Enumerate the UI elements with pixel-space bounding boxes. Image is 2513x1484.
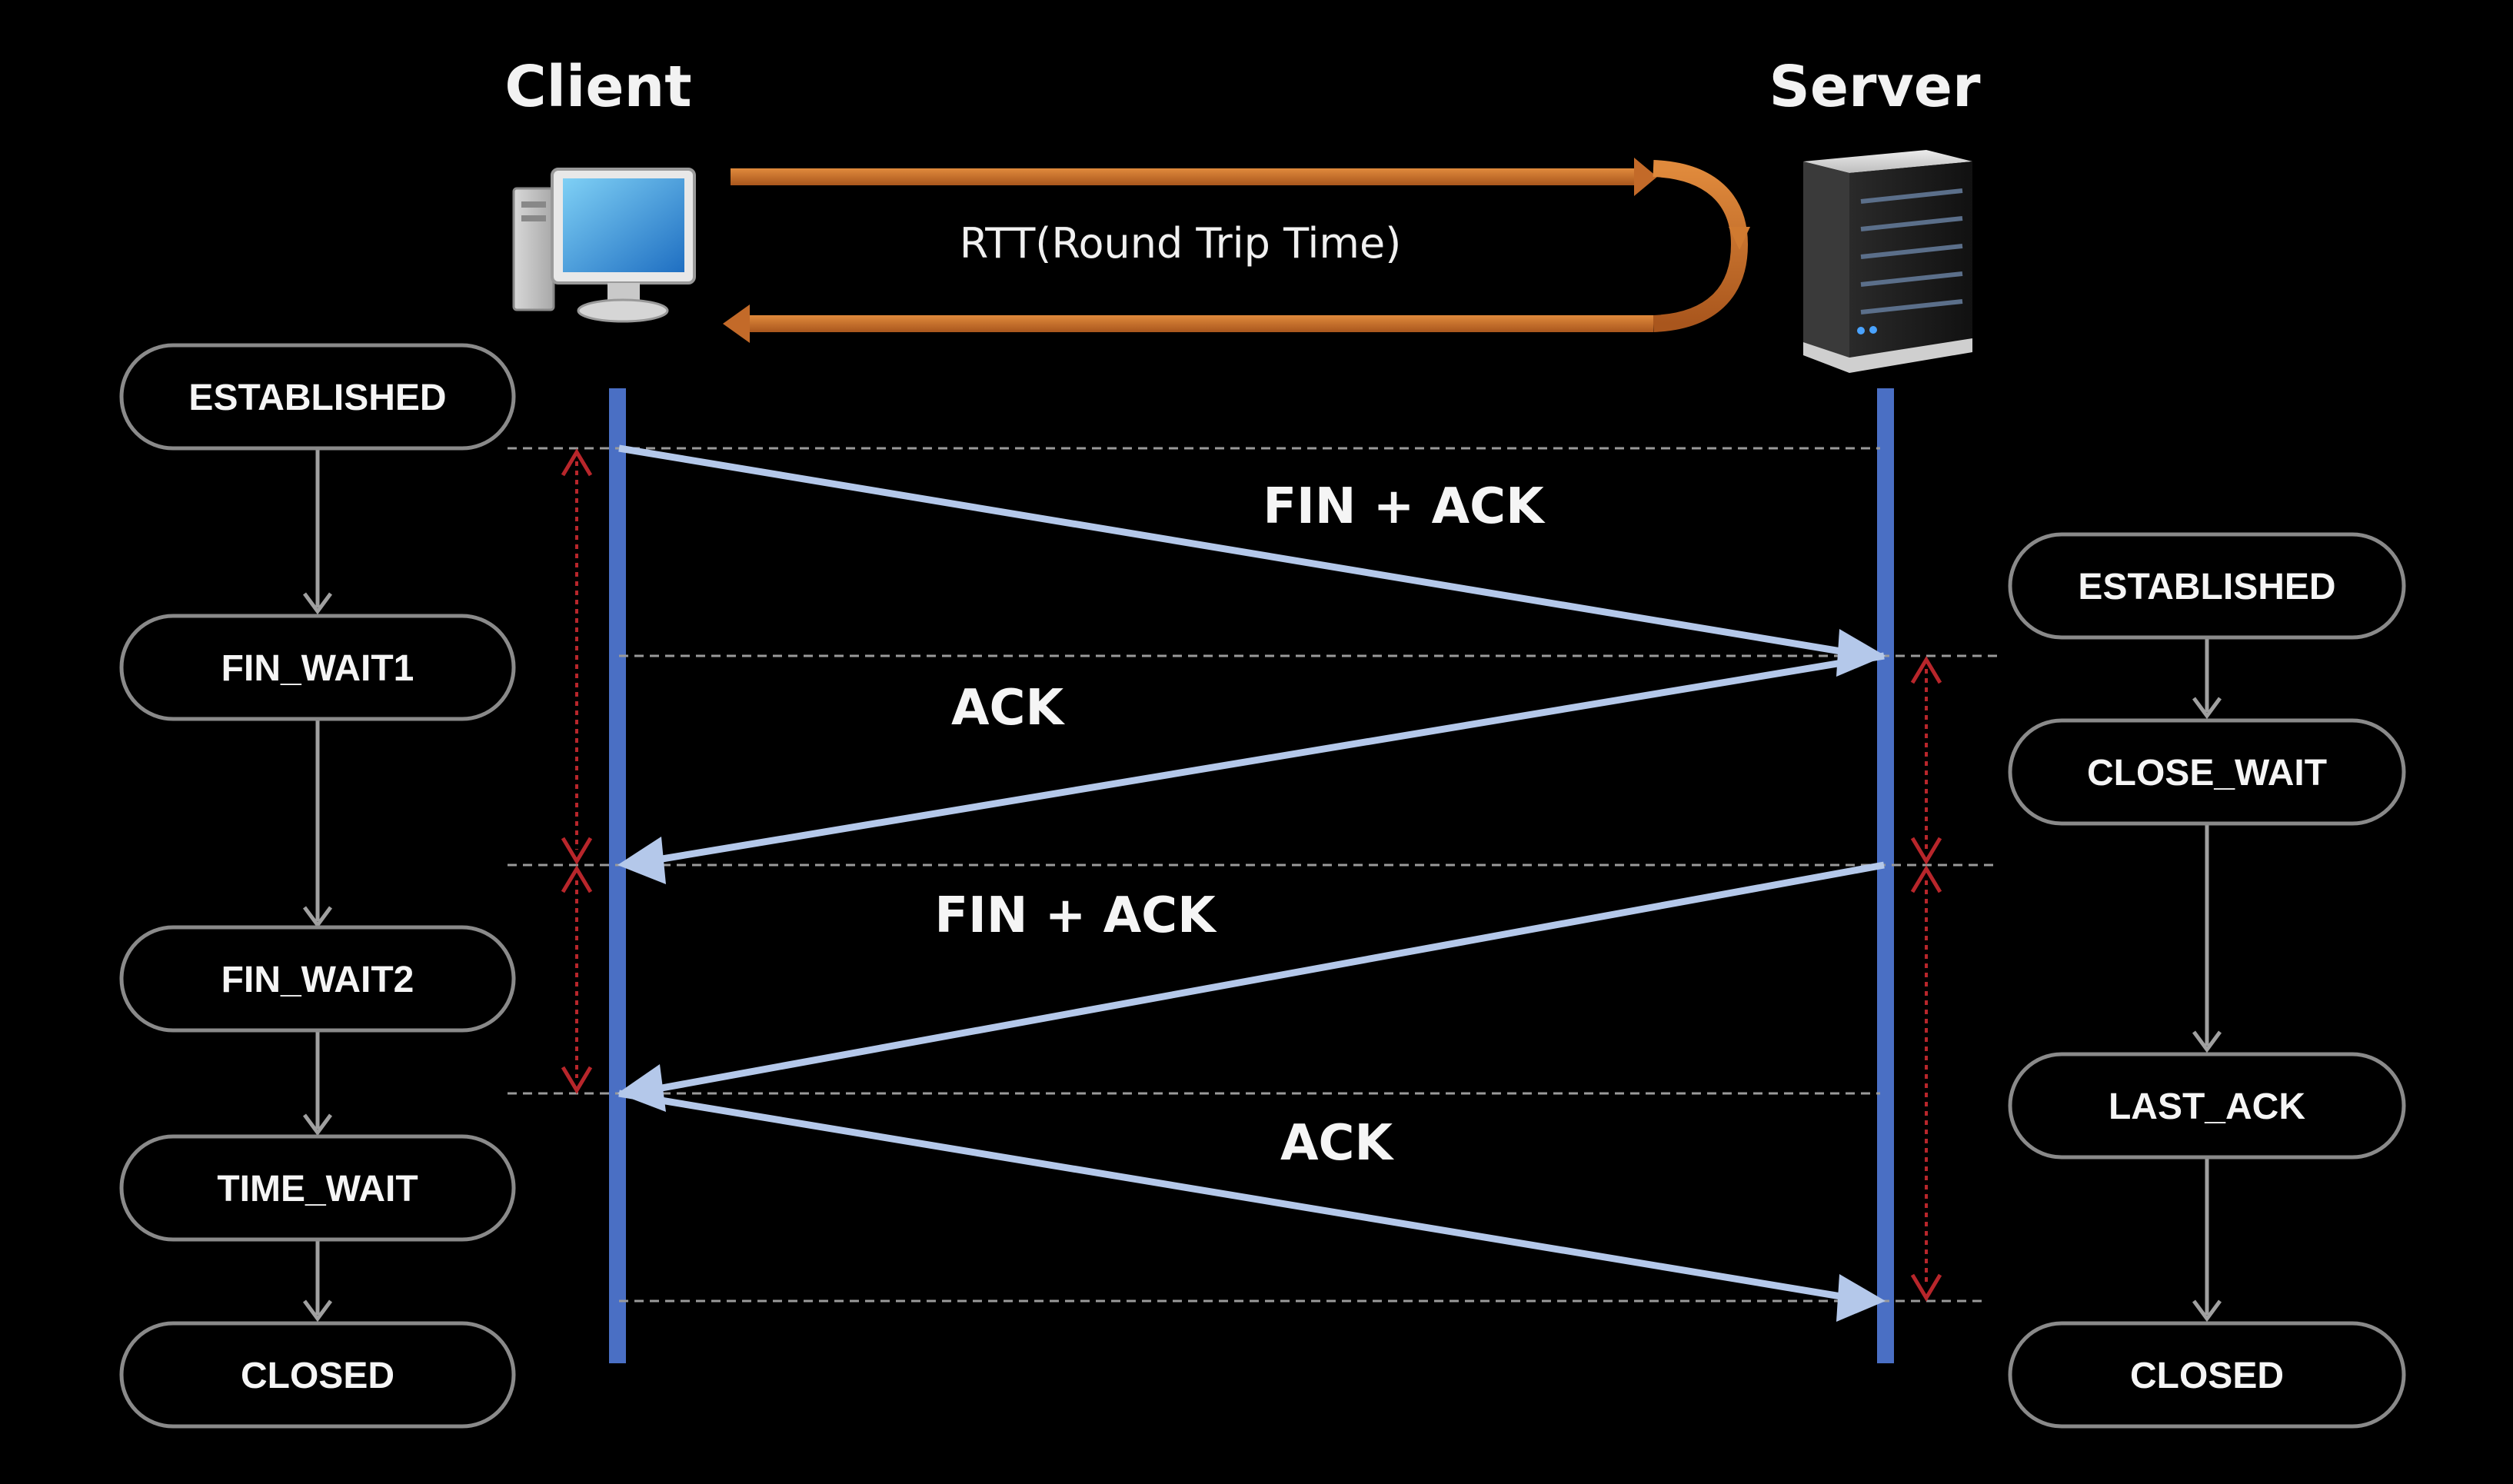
client-title: Client [504, 54, 691, 120]
server-state-flow: ESTABLISHED CLOSE_WAIT LAST_ACK CLOSED [2008, 532, 2406, 1429]
message-label-fin-ack-2: FIN + ACK [934, 887, 1217, 944]
server-state-established [2008, 532, 2406, 640]
client-state-time-wait-label: TIME_WAIT [217, 1169, 418, 1209]
server-state-closed-label: CLOSED [2130, 1356, 2284, 1396]
server-state-closed [2008, 1321, 2406, 1429]
server-title: Server [1769, 54, 1981, 120]
server-state-last-ack [2008, 1052, 2406, 1160]
client-rtt-bracket-2 [561, 865, 593, 1094]
client-state-flow: ESTABLISHED FIN_WAIT1 FIN_WAIT2 TIME_WAI… [119, 343, 516, 1429]
rtt-label: RTT(Round Trip Time) [960, 219, 1402, 268]
server-rtt-bracket-2 [1910, 865, 1942, 1302]
message-label-fin-ack-1: FIN + ACK [1263, 478, 1546, 535]
server-icon [1803, 150, 1972, 373]
message-arrow-ack-2 [618, 1090, 1886, 1322]
server-state-close-wait-label: CLOSE_WAIT [2087, 753, 2327, 794]
message-label-ack-2: ACK [1280, 1115, 1395, 1172]
client-state-fin-wait1-label: FIN_WAIT1 [221, 648, 414, 689]
client-rtt-bracket-1 [561, 448, 593, 865]
client-lifeline [609, 388, 626, 1363]
server-state-close-wait [2008, 718, 2406, 826]
client-state-fin-wait1 [119, 614, 516, 721]
server-state-established-label: ESTABLISHED [2078, 567, 2335, 607]
message-arrow-ack-1 [617, 652, 1885, 884]
client-state-established [119, 343, 516, 451]
client-state-fin-wait2-label: FIN_WAIT2 [221, 960, 414, 1000]
message-arrow-fin-ack-2 [617, 861, 1885, 1112]
server-rtt-bracket-1 [1910, 656, 1942, 865]
server-lifeline [1877, 388, 1894, 1363]
rtt-loop-arrow [723, 158, 1750, 343]
client-state-closed-label: CLOSED [241, 1356, 394, 1396]
client-state-time-wait [119, 1134, 516, 1242]
client-state-fin-wait2 [119, 925, 516, 1033]
message-label-ack-1: ACK [951, 680, 1066, 737]
client-state-closed [119, 1321, 516, 1429]
client-state-established-label: ESTABLISHED [188, 378, 446, 418]
message-arrow-fin-ack-1 [618, 444, 1886, 677]
server-state-last-ack-label: LAST_ACK [2109, 1086, 2305, 1127]
client-computer-icon [512, 168, 696, 323]
